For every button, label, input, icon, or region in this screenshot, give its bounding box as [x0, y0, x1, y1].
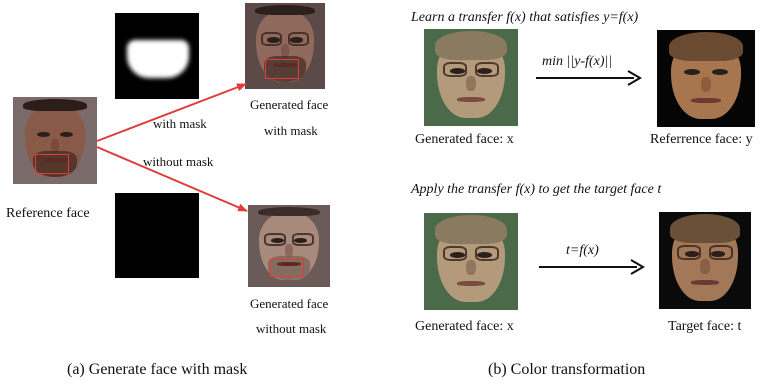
bottom-arrow	[539, 259, 645, 275]
top-left-label: Generated face: x	[415, 132, 514, 147]
caption-b: (b) Color transformation	[488, 361, 646, 378]
top-title: Learn a transfer f(x) that satisfies y=f…	[411, 10, 639, 25]
generated-face-without-mask-image	[248, 205, 330, 287]
reference-face-label: Reference face	[6, 206, 90, 221]
top-arrow	[536, 70, 642, 86]
generated-face-x-top-image	[424, 29, 518, 126]
empty-mask-image	[115, 193, 199, 278]
generated-without-mask-label-2: without mask	[256, 321, 327, 336]
generated-without-mask-label-1: Generated face	[250, 296, 329, 311]
mouth-region-box	[270, 259, 304, 277]
target-face-t-image	[659, 212, 751, 309]
mouth-region-box	[265, 59, 299, 79]
bottom-right-label: Target face: t	[668, 319, 742, 334]
arrow-with-mask	[96, 83, 247, 142]
generated-face-with-mask-image	[245, 3, 325, 89]
reference-face-image	[13, 97, 97, 184]
caption-a: (a) Generate face with mask	[67, 361, 248, 378]
top-right-label: Referrence face: y	[650, 132, 753, 147]
generated-with-mask-label-1: Generated face	[250, 97, 329, 112]
bottom-title: Apply the transfer f(x) to get the targe…	[411, 182, 662, 197]
with-mask-label: with mask	[153, 116, 207, 131]
generated-with-mask-label-2: with mask	[264, 123, 318, 138]
mouth-region-box	[35, 154, 69, 174]
top-arrow-label: min ||y-f(x)||	[542, 54, 613, 69]
generated-face-x-bottom-image	[424, 213, 518, 310]
arrow-without-mask	[96, 146, 248, 212]
mask-image	[115, 13, 199, 99]
reference-face-y-image	[657, 30, 755, 127]
bottom-arrow-label: t=f(x)	[566, 243, 599, 258]
bottom-left-label: Generated face: x	[415, 319, 514, 334]
without-mask-label: without mask	[143, 154, 214, 169]
